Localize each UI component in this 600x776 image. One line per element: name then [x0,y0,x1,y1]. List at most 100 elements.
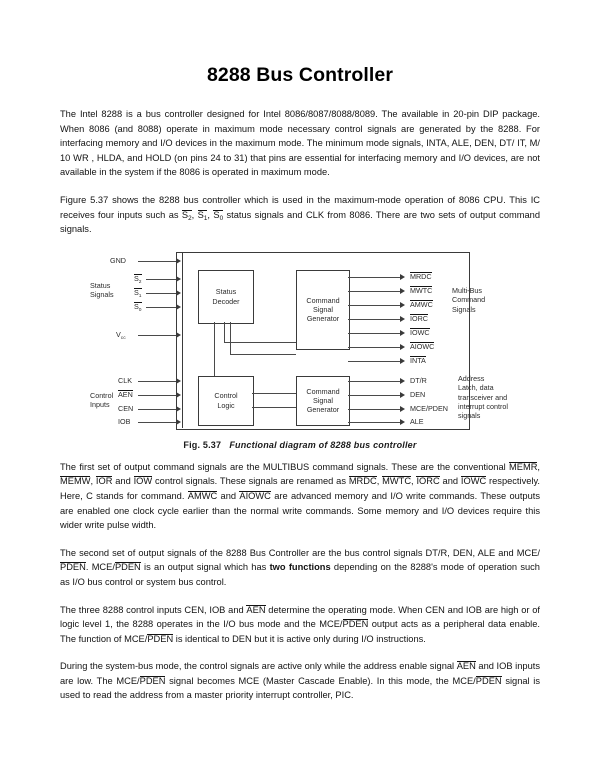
wire-s1 [146,292,178,294]
label-mwtc: MWTC [410,285,433,295]
wire-vcc [138,334,178,336]
figure-number: Fig. 5.37 [183,439,222,450]
label-mce-pden: MCE/PDEN [410,403,448,413]
arrow-aiowc [400,343,405,350]
arrow-s1 [176,289,181,296]
wire-dtr [348,380,402,382]
label-address-latch-group: Address Latch, data transceiver and inte… [458,373,508,421]
arrow-dtr [400,377,405,384]
paragraph-multibus-signals: The first set of output command signals … [60,461,541,531]
label-den: DEN [410,389,426,399]
emphasis-two-functions: two functions [269,562,331,573]
wire-s0 [146,306,178,308]
signal-aiowc: AIOWC [239,490,271,501]
wire-iowc [348,332,402,334]
paragraph-intro-text: The Intel 8288 is a bus controller desig… [60,109,540,178]
signal-mwtc: MWTC [382,476,412,487]
signal-s1: S1 [197,209,208,222]
arrow-mce-pden [400,405,405,412]
arrow-inta [400,357,405,364]
label-s0: S0 [134,301,142,313]
wire-decoder-to-csg-a [224,341,296,343]
wire-clk [138,380,178,382]
label-inta: INTA [410,355,426,365]
signal-memr: MEMR [509,461,538,472]
label-iorc: IORC [410,313,428,323]
functional-diagram: Status Decoder Command Signal Generator … [90,250,510,436]
label-clk: CLK [118,375,132,385]
label-iowc: IOWC [410,327,430,337]
arrow-vcc [176,331,181,338]
arrow-iob [176,418,181,425]
label-mrdc: MRDC [410,271,432,281]
arrow-mwtc [400,287,405,294]
arrow-clk [176,377,181,384]
signal-pden: PDEN [139,675,166,686]
label-dtr: DT/R [410,375,427,385]
label-status-signals-group: Status Signals [90,280,114,300]
figure-ref-text-a: Figure 5.37 shows the 8288 bus controlle… [60,194,540,220]
wire-iob [138,421,178,423]
label-iob: IOB [118,416,131,426]
paragraph-figure-ref: Figure 5.37 shows the 8288 bus controlle… [60,194,541,235]
signal-pden: PDEN [475,675,502,686]
wire-s2 [146,278,178,280]
wire-mce-pden [348,408,402,410]
wire-aiowc [348,346,402,348]
signal-aen: AEN [246,604,266,615]
wire-decoder-to-csg-b [230,353,296,355]
signal-pden: PDEN [147,633,174,644]
wire-ale [348,421,402,423]
label-control-inputs-group: Control Inputs [90,390,114,410]
arrow-ale [400,418,405,425]
arrow-s2 [176,275,181,282]
wire-decoder-down-a [224,321,225,342]
wire-control-to-csg-a [252,392,296,394]
arrow-aen [176,391,181,398]
block-status-decoder: Status Decoder [198,269,254,324]
block-command-signal-generator-top: Command Signal Generator [296,269,350,350]
figure-caption-text: Functional diagram of 8288 bus controlle… [229,439,417,450]
chip-outline [176,251,470,430]
arrow-iorc [400,315,405,322]
wire-aen [138,394,178,396]
signal-aen: AEN [456,661,476,672]
wire-inta [348,360,402,362]
paragraph-system-bus-mode: During the system-bus mode, the control … [60,661,541,701]
wire-control-to-csg-b [252,406,296,408]
signal-pden: PDEN [114,562,141,573]
label-gnd: GND [110,255,126,265]
wire-mwtc [348,290,402,292]
arrow-mrdc [400,273,405,280]
signal-s0: S0 [213,209,224,222]
arrow-den [400,391,405,398]
signal-memw: MEMW [60,476,91,487]
label-s2: S2 [134,273,142,285]
wire-decoder-to-control [214,321,215,376]
signal-pden: PDEN [342,619,369,630]
label-s1: S1 [134,287,142,299]
page-title: 8288 Bus Controller [206,64,394,86]
figure-5-37: Status Decoder Command Signal Generator … [60,250,540,450]
paragraph-bus-control-signals: The second set of output signals of the … [60,547,540,587]
signal-pden: PDEN [60,562,86,573]
wire-iorc [348,318,402,320]
arrow-cen [176,405,181,412]
label-amwc: AMWC [410,299,433,309]
figure-caption: Fig. 5.37 Functional diagram of 8288 bus… [60,440,540,450]
signal-s2: S2 [181,209,192,222]
figure-ref-text-b: status signals and CLK from 8086. There … [60,209,541,235]
arrow-iowc [400,329,405,336]
signal-iorc: IORC [416,476,440,487]
wire-gnd [138,260,178,262]
wire-decoder-down-b [230,321,231,354]
block-command-signal-generator-bottom: Command Signal Generator [296,375,350,426]
label-vcc: Vcc [116,329,126,341]
arrow-s0 [176,303,181,310]
block-control-logic: Control Logic [198,375,254,426]
label-ale: ALE [410,416,424,426]
label-cen: CEN [118,403,134,413]
arrow-amwc [400,301,405,308]
signal-iow: IOW [133,476,153,487]
